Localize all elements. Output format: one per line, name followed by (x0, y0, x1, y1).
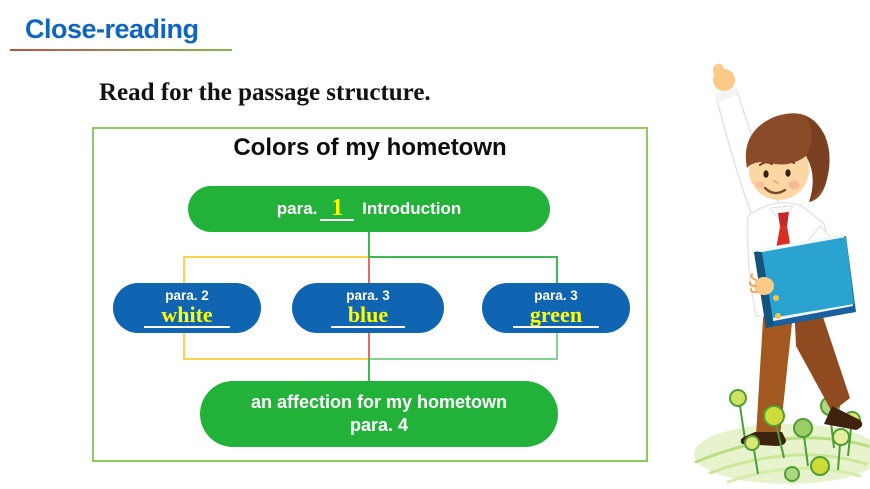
cuff (714, 87, 738, 102)
connector-rise-left (183, 333, 185, 360)
color-node-white: para. 2 white (113, 283, 261, 333)
conclusion-line1: an affection for my hometown (250, 391, 508, 412)
answer-blank: blue (330, 301, 406, 328)
para-label: para. 2 (165, 288, 209, 304)
color-node-blue: para. 3 blue (292, 283, 444, 333)
hand (748, 273, 781, 319)
intro-label: Introduction (362, 199, 462, 218)
connector-rise-mid (368, 333, 370, 360)
intro-answer: 1 (331, 194, 344, 221)
structure-diagram: Colors of my hometown para. 1 Introductio… (92, 127, 648, 462)
connector-drop-left (183, 256, 185, 283)
intro-node: para. 1 Introduction (188, 186, 550, 232)
connector-drop-right (556, 256, 558, 283)
diagram-title: Colors of my hometown (233, 134, 507, 161)
answer-blank: white (144, 301, 230, 328)
answer-blue: blue (347, 301, 389, 327)
conclusion-node: an affection for my hometown para. 4 (200, 381, 558, 447)
para-label: para. 3 (346, 288, 390, 304)
leaf-decorations-front (744, 405, 850, 482)
connector-top-stem (368, 232, 370, 258)
man-raising-hand-illustration (694, 63, 870, 484)
connector-drop-mid (368, 258, 370, 283)
answer-green: green (529, 301, 583, 327)
header-underline (10, 49, 232, 51)
header-label: Close-reading (25, 14, 199, 44)
back-leg (794, 302, 850, 412)
hair (745, 113, 830, 202)
color-node-green: para. 3 green (482, 283, 630, 333)
connector-upper-h-right (368, 256, 558, 258)
intro-answer-blank: 1 (320, 194, 355, 222)
answer-white: white (161, 301, 213, 327)
back-shoe (824, 406, 863, 430)
connector-upper-h-left (183, 256, 370, 258)
para-label: para. 3 (534, 288, 578, 304)
connector-lower-h-left (183, 358, 370, 360)
conclusion-line2: para. 4 (349, 415, 409, 435)
book (754, 234, 856, 328)
connector-bottom-stem (368, 358, 370, 383)
page-title: Read for the passage structure. (99, 79, 431, 106)
front-leg (756, 302, 794, 436)
fist (712, 63, 735, 91)
intro-prefix: para. (276, 199, 318, 218)
connector-rise-right (556, 333, 558, 360)
connector-lower-h-right (368, 358, 558, 360)
answer-blank: green (512, 301, 600, 328)
